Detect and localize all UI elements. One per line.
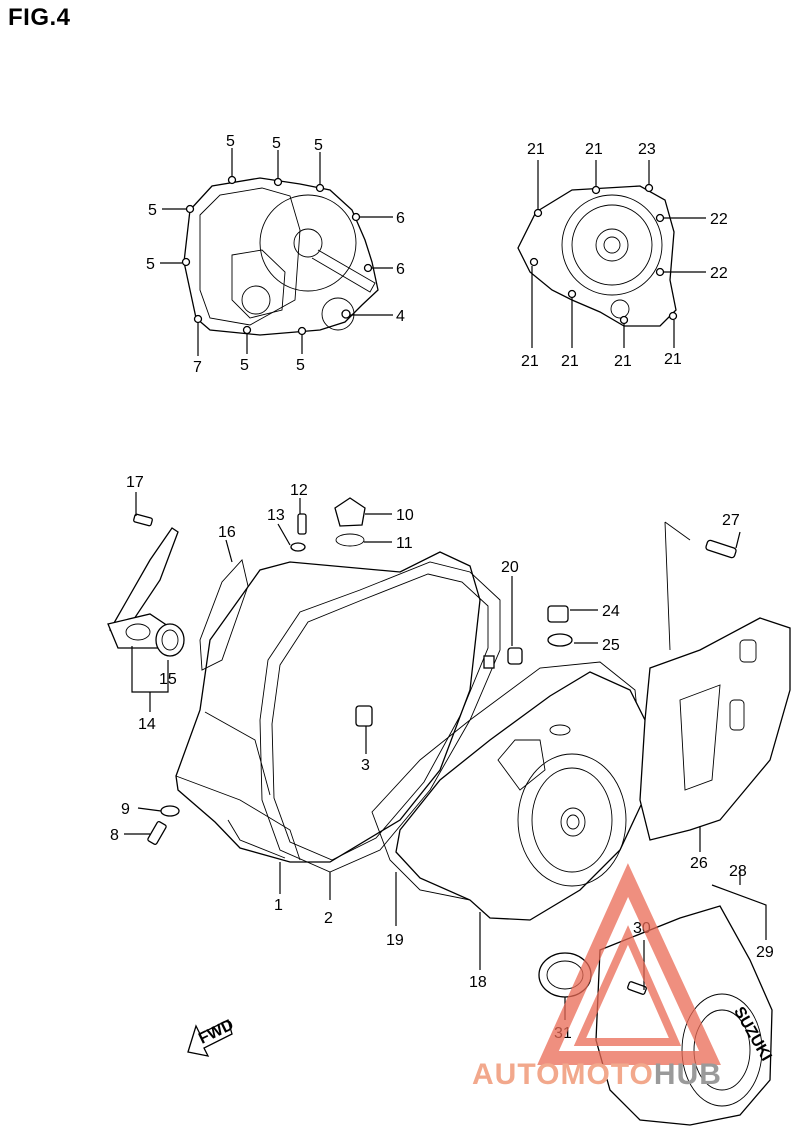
callout-5: 5 [146,256,155,273]
clutch-cover-group [160,148,393,356]
washer-13 [290,542,306,552]
callout-2: 2 [324,910,333,927]
bolt-12 [297,513,307,535]
callout-21: 21 [585,141,603,158]
generator-cover-outline [517,185,677,327]
clutch-cover-outline [183,177,379,336]
callout-5: 5 [148,202,157,219]
callout-22: 22 [710,265,728,282]
callout-16: 16 [218,524,236,541]
oil-filler-o-ring [335,533,365,547]
bolt-8 [147,821,167,845]
callout-10: 10 [396,507,414,524]
oil-filler-cap [334,497,366,527]
crankcase-assembly-group: SUZUKI [107,492,791,1126]
callout-5: 5 [272,135,281,152]
generator-cover-dome [561,194,663,296]
watermark-text: AUTOMOTOHUB [472,1058,722,1092]
callout-9: 9 [121,801,130,818]
callout-11: 11 [396,535,413,552]
callout-12: 12 [290,482,308,499]
callout-6: 6 [396,261,405,278]
drain-washer [547,633,573,647]
callout-7: 7 [193,359,202,376]
callout-19: 19 [386,932,404,949]
callout-13: 13 [267,507,285,524]
callout-6: 6 [396,210,405,227]
oil-filler-boss [321,297,355,331]
sprocket-guard [639,617,791,841]
callout-27: 27 [722,512,740,529]
callout-21: 21 [521,353,539,370]
bolt-27 [705,539,737,559]
callout-5: 5 [296,357,305,374]
callout-8: 8 [110,827,119,844]
figure-title: FIG.4 [8,4,71,31]
fwd-label: FWD [196,1017,236,1048]
watermark-text-part-a: AUTOMOTO [472,1058,654,1091]
callout-21: 21 [664,351,682,368]
callout-18: 18 [469,974,487,991]
callout-21: 21 [527,141,545,158]
callout-1: 1 [274,897,283,914]
callout-21: 21 [561,353,579,370]
callout-26: 26 [690,855,708,872]
release-gasket [199,559,249,671]
callout-20: 20 [501,559,519,576]
callout-22: 22 [710,211,728,228]
callout-25: 25 [602,637,620,654]
fwd-arrow [187,1019,233,1057]
generator-cover-group [517,160,706,348]
washer-9 [160,805,180,817]
watermark-text-part-b: HUB [653,1058,722,1091]
callout-4: 4 [396,308,405,325]
callout-5: 5 [314,137,323,154]
callout-15: 15 [159,671,177,688]
stator-cover-dome [517,753,627,887]
watermark-logo [537,863,721,1065]
stator-cover-body [395,671,651,921]
callout-5: 5 [226,133,235,150]
callout-21: 21 [614,353,632,370]
callout-23: 23 [638,141,656,158]
callout-5: 5 [240,357,249,374]
callout-24: 24 [602,603,620,620]
clutch-push-piece [155,623,185,657]
callout-29: 29 [756,944,774,961]
callout-28: 28 [729,863,747,880]
callout-17: 17 [126,474,144,491]
drain-bolt [547,605,569,623]
crankcase-body [175,551,481,863]
clutch-cover-large-boss [259,194,357,292]
bolt-17 [133,513,153,527]
callout-3: 3 [361,757,370,774]
callout-14: 14 [138,716,156,733]
